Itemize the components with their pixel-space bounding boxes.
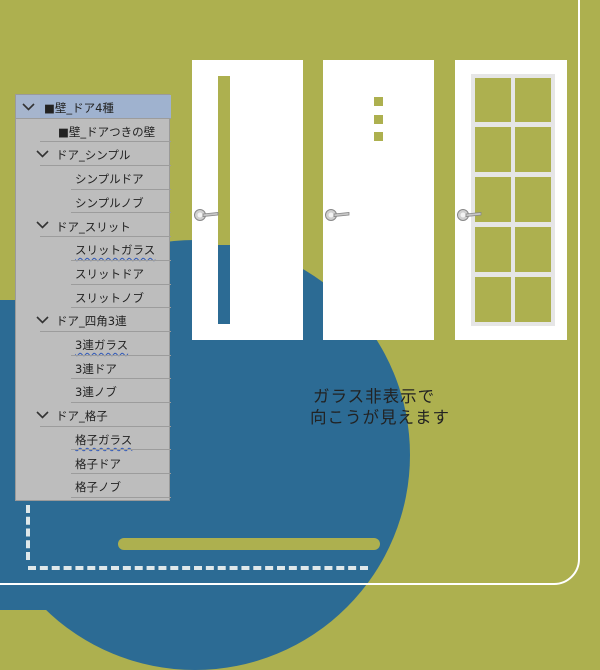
- row-divider: [40, 425, 171, 427]
- layer-label: 格子ガラス: [75, 432, 133, 447]
- chevron-down-icon[interactable]: [36, 219, 49, 232]
- layer-row[interactable]: シンプルノブ: [16, 190, 171, 214]
- note-line-1: ガラス非表示で: [313, 387, 436, 406]
- layer-label: ドア_スリット: [56, 219, 131, 234]
- layer-folder-row[interactable]: ■壁_ドア4種: [16, 95, 171, 119]
- handwritten-note: ガラス非表示で 向こうが見えます: [310, 386, 450, 428]
- layer-row[interactable]: シンプルドア: [16, 166, 171, 190]
- row-divider: [71, 259, 171, 261]
- door-lever-icon: [325, 209, 350, 221]
- layer-folder-row[interactable]: ドア_格子: [16, 403, 171, 427]
- layer-row[interactable]: 格子ノブ: [16, 474, 171, 498]
- layer-row[interactable]: 3連ガラス: [16, 332, 171, 356]
- row-divider: [71, 188, 171, 190]
- row-divider: [40, 330, 171, 332]
- note-line-2: 向こうが見えます: [310, 408, 450, 427]
- row-divider: [71, 496, 171, 498]
- lattice-door: [455, 60, 567, 340]
- layer-row[interactable]: 3連ノブ: [16, 379, 171, 404]
- slit-door: [192, 60, 303, 340]
- dashed-line-vertical: [26, 505, 30, 560]
- layer-label: 格子ノブ: [75, 480, 121, 495]
- chevron-down-icon[interactable]: [36, 147, 49, 160]
- selection-highlight: [40, 95, 171, 119]
- door-lever-icon: [457, 209, 482, 221]
- layer-label: ドア_シンプル: [56, 148, 131, 163]
- white-frame-line: [0, 0, 580, 585]
- layer-panel: ■壁_ドア4種 ■壁_ドアつきの壁ドア_シンプルシンプルドアシンプルノブドア_スリ…: [15, 94, 171, 501]
- row-divider: [71, 449, 171, 451]
- layer-label: スリットノブ: [75, 290, 144, 305]
- triple-square-door: [323, 60, 434, 340]
- layer-label: 格子ドア: [75, 456, 121, 471]
- square-window-2: [374, 115, 383, 124]
- layer-folder-row[interactable]: ドア_スリット: [16, 214, 171, 238]
- layer-row[interactable]: 格子ガラス: [16, 427, 171, 451]
- chevron-down-icon[interactable]: [22, 100, 35, 113]
- row-divider: [40, 165, 171, 167]
- layer-folder-row[interactable]: ドア_四角3連: [16, 308, 171, 332]
- layer-row[interactable]: スリットドア: [16, 261, 171, 285]
- layer-label: 3連ノブ: [75, 385, 117, 400]
- dashed-line-horizontal: [28, 566, 368, 570]
- row-divider: [71, 354, 171, 356]
- door-lever-icon: [194, 209, 219, 221]
- square-window-1: [374, 97, 383, 106]
- slit-glass-opening-lower: [218, 245, 230, 324]
- chevron-down-icon[interactable]: [36, 313, 49, 326]
- layer-label: 3連ガラス: [75, 338, 129, 352]
- layer-row[interactable]: 3連ドア: [16, 356, 171, 380]
- row-divider: [71, 283, 171, 285]
- layer-label: シンプルノブ: [75, 195, 144, 210]
- layer-row[interactable]: スリットノブ: [16, 285, 171, 309]
- layer-label: ■壁_ドア4種: [44, 101, 114, 115]
- square-window-3: [374, 132, 383, 141]
- row-divider: [16, 117, 171, 119]
- row-divider: [71, 212, 171, 214]
- lattice-grid: [471, 74, 555, 326]
- layer-label: スリットドア: [75, 266, 144, 281]
- green-bar-shape: [118, 538, 380, 550]
- layer-label: ■壁_ドアつきの壁: [58, 124, 156, 139]
- row-divider: [71, 378, 171, 380]
- layer-row[interactable]: スリットガラス: [16, 237, 171, 261]
- row-divider: [71, 307, 171, 309]
- layer-folder-row[interactable]: ドア_シンプル: [16, 142, 171, 167]
- layer-label: スリットガラス: [75, 243, 156, 258]
- chevron-down-icon[interactable]: [36, 408, 49, 421]
- row-divider: [71, 473, 171, 475]
- layer-label: ドア_格子: [56, 409, 108, 424]
- layer-row[interactable]: ■壁_ドアつきの壁: [16, 119, 171, 143]
- row-divider: [40, 236, 171, 238]
- row-divider: [40, 141, 171, 143]
- layer-row[interactable]: 格子ドア: [16, 451, 171, 475]
- row-divider: [71, 402, 171, 404]
- layer-label: 3連ドア: [75, 361, 117, 376]
- layer-label: ドア_四角3連: [56, 314, 127, 329]
- layer-label: シンプルドア: [75, 172, 144, 187]
